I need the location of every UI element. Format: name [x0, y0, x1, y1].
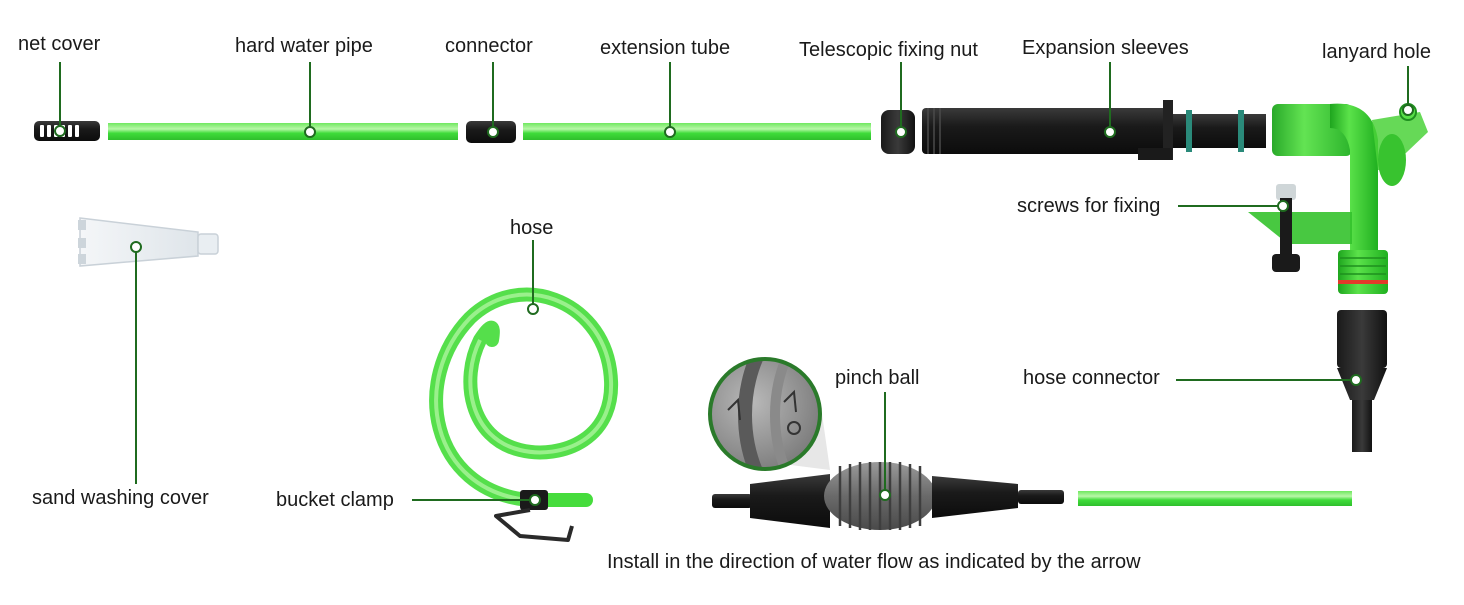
label-hose-connector: hose connector [1023, 367, 1160, 389]
label-hose: hose [510, 217, 554, 239]
hose-connector-part [1337, 310, 1387, 452]
bucket-clamp-callout-dot [529, 494, 541, 506]
extension-tube-callout-dot [664, 126, 676, 138]
hose-callout-dot [527, 303, 539, 315]
net-cover-callout-dot [54, 125, 66, 137]
straight-hose-part [1078, 491, 1352, 506]
lanyard-hole-callout-dot [1402, 104, 1414, 116]
label-bucket-clamp: bucket clamp [276, 489, 394, 511]
label-extension-tube: extension tube [600, 37, 731, 59]
hard-water-pipe-part [108, 123, 458, 140]
label-lanyard-hole: lanyard hole [1322, 41, 1431, 63]
zoom-detail [708, 357, 830, 471]
label-pinch-ball: pinch ball [835, 367, 920, 389]
hard-water-pipe-callout-dot [304, 126, 316, 138]
hose-connector-callout-dot [1350, 374, 1362, 386]
pinch-ball-callout-dot [879, 489, 891, 501]
label-net-cover: net cover [18, 33, 101, 55]
expansion-sleeves-callout-dot [1104, 126, 1116, 138]
label-connector: connector [445, 35, 533, 57]
extension-tube-part [523, 123, 871, 140]
fixing-screw-part [1248, 184, 1352, 272]
expansion-sleeves-part [922, 100, 1266, 160]
elbow-body-part [1272, 103, 1428, 294]
installation-caption: Install in the direction of water flow a… [607, 551, 1141, 573]
label-hard-water-pipe: hard water pipe [235, 35, 373, 57]
label-expansion-sleeves: Expansion sleeves [1022, 37, 1189, 59]
coiled-hose-part [429, 287, 619, 507]
screws-for-fixing-callout-dot [1277, 200, 1289, 212]
net-cover-part [34, 121, 100, 141]
label-sand-washing-cover: sand washing cover [32, 487, 209, 509]
connector-callout-dot [487, 126, 499, 138]
telescopic-fixing-nut-callout-dot [895, 126, 907, 138]
sand-washing-cover-part [78, 217, 219, 267]
label-screws-for-fixing: screws for fixing [1017, 195, 1161, 217]
sand-washing-cover-callout-dot [130, 241, 142, 253]
label-telescopic-fixing-nut: Telescopic fixing nut [799, 39, 978, 61]
